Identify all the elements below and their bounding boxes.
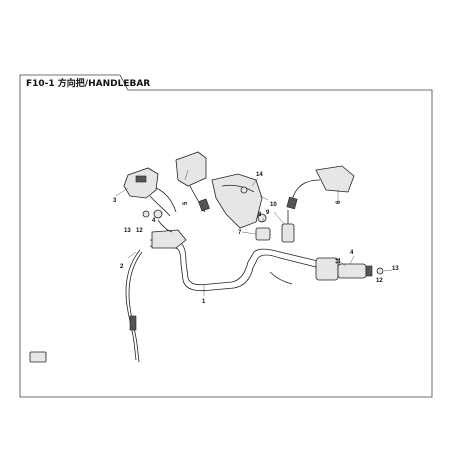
handguard (211, 173, 263, 229)
callout-2: 2 (120, 264, 124, 270)
diagram-title: F10-1 方向把/HANDLEBAR (26, 77, 150, 89)
callout-6: 6 (336, 200, 342, 204)
throttle-cable (125, 249, 143, 363)
left-mirror (175, 151, 210, 213)
callout-1: 1 (202, 299, 206, 305)
callout-10: 10 (270, 202, 277, 208)
center-clamp (255, 213, 271, 241)
handlebar-tube (149, 239, 323, 292)
diagram-border (19, 74, 433, 398)
left-switch-housing (123, 167, 177, 217)
decal (29, 351, 47, 363)
callout-4-right: 4 (350, 250, 354, 256)
callout-7: 7 (238, 230, 242, 236)
callout-12-right: 12 (376, 278, 383, 284)
bracket (281, 210, 295, 243)
callout-labels: 1 2 3 4 4 5 6 7 8 9 10 11 12 12 13 13 14 (113, 172, 399, 305)
callout-8: 8 (258, 212, 262, 218)
callout-13-left: 13 (124, 228, 131, 234)
left-lever-assembly (142, 209, 187, 249)
right-grip (315, 257, 384, 281)
callout-13-right: 13 (392, 266, 399, 272)
callout-14: 14 (256, 172, 263, 178)
leader-lines (115, 169, 393, 296)
callout-3: 3 (113, 198, 117, 204)
callout-5: 5 (183, 201, 189, 205)
right-mirror (286, 165, 355, 210)
callout-12-left: 12 (136, 228, 143, 234)
callout-9: 9 (266, 210, 270, 216)
callout-4-left: 4 (152, 218, 156, 224)
callout-11: 11 (336, 257, 342, 264)
